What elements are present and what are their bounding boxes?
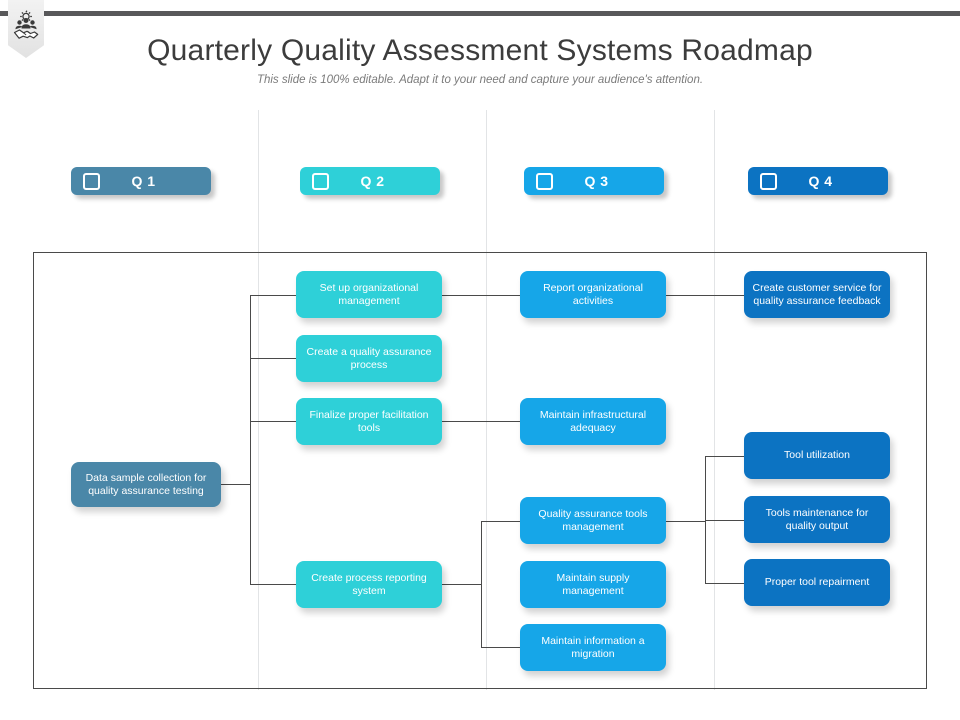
node-q2-2[interactable]: Create a quality assurance process xyxy=(296,335,442,382)
page-title: Quarterly Quality Assessment Systems Roa… xyxy=(147,34,813,67)
node-label: Maintain information a migration xyxy=(541,634,645,660)
connector-to-q2-2 xyxy=(250,358,298,359)
node-label: Proper tool repairment xyxy=(764,576,870,588)
connector-q2-trunk xyxy=(250,295,251,585)
checkbox-icon xyxy=(312,172,329,190)
connector-to-q2-4 xyxy=(250,584,298,585)
column-divider-3 xyxy=(714,110,715,690)
node-q3-4[interactable]: Maintain supply management xyxy=(520,561,666,608)
node-label: Create process reporting system xyxy=(311,571,427,597)
connector-q3a-q4a xyxy=(666,295,744,296)
connector-to-q4-2 xyxy=(705,456,744,457)
node-q4-3[interactable]: Tools maintenance for quality output xyxy=(744,496,890,543)
node-label: Finalize proper facilitation tools xyxy=(309,408,429,434)
connector-to-q2-3 xyxy=(250,421,298,422)
checkbox-icon xyxy=(83,172,100,190)
connector-to-q4-3 xyxy=(705,520,744,521)
node-label: Create a quality assurance process xyxy=(306,345,432,371)
node-label: Set up organizational management xyxy=(319,281,419,307)
column-divider-2 xyxy=(486,110,487,690)
connector-to-q3-5 xyxy=(481,647,520,648)
connector-to-q2-1 xyxy=(250,295,298,296)
connector-to-q4-4 xyxy=(705,583,744,584)
node-label: Tools maintenance for quality output xyxy=(765,506,869,532)
quarter-label: Q 2 xyxy=(360,173,385,189)
node-q2-1[interactable]: Set up organizational management xyxy=(296,271,442,318)
connector-q3c-out xyxy=(666,521,706,522)
connector-q3-trunk xyxy=(481,521,482,647)
node-q2-3[interactable]: Finalize proper facilitation tools xyxy=(296,398,442,445)
quarter-pill-q1[interactable]: Q 1 xyxy=(71,167,211,195)
diagram-frame xyxy=(33,252,927,689)
node-label: Data sample collection for quality assur… xyxy=(85,471,207,497)
node-q3-5[interactable]: Maintain information a migration xyxy=(520,624,666,671)
quarter-label: Q 4 xyxy=(808,173,833,189)
node-q2-4[interactable]: Create process reporting system xyxy=(296,561,442,608)
node-root[interactable]: Data sample collection for quality assur… xyxy=(71,462,221,507)
node-label: Report organizational activities xyxy=(543,281,643,307)
connector-q4-trunk xyxy=(705,456,706,583)
quarter-label: Q 1 xyxy=(131,173,156,189)
quarter-pill-q3[interactable]: Q 3 xyxy=(524,167,664,195)
node-label: Create customer service for quality assu… xyxy=(752,281,882,307)
node-label: Maintain infrastructural adequacy xyxy=(539,408,647,434)
connector-q2c-q3b xyxy=(442,421,520,422)
connector-to-q3-3 xyxy=(481,521,520,522)
connector-q2d-out xyxy=(442,584,482,585)
node-label: Quality assurance tools management xyxy=(538,507,648,533)
node-q4-4[interactable]: Proper tool repairment xyxy=(744,559,890,606)
node-q3-3[interactable]: Quality assurance tools management xyxy=(520,497,666,544)
checkbox-icon xyxy=(536,172,553,190)
checkbox-icon xyxy=(760,172,777,190)
page-subtitle: This slide is 100% editable. Adapt it to… xyxy=(256,74,704,86)
column-divider-1 xyxy=(258,110,259,690)
node-q3-1[interactable]: Report organizational activities xyxy=(520,271,666,318)
node-label: Maintain supply management xyxy=(556,571,630,597)
node-q3-2[interactable]: Maintain infrastructural adequacy xyxy=(520,398,666,445)
node-q4-1[interactable]: Create customer service for quality assu… xyxy=(744,271,890,318)
quarter-pill-q2[interactable]: Q 2 xyxy=(300,167,440,195)
quarter-label: Q 3 xyxy=(584,173,609,189)
node-label: Tool utilization xyxy=(784,449,850,461)
connector-q2a-q3a xyxy=(442,295,520,296)
connector-root-out xyxy=(220,484,251,485)
quarter-pill-q4[interactable]: Q 4 xyxy=(748,167,888,195)
ribbon-badge xyxy=(8,0,44,58)
top-rule xyxy=(0,11,960,16)
node-q4-2[interactable]: Tool utilization xyxy=(744,432,890,479)
